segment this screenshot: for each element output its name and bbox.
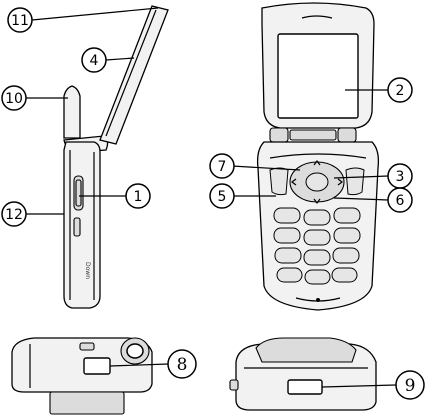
front-view-phone [256,2,380,311]
earpiece [301,15,333,19]
svg-text:4: 4 [90,53,99,69]
callout-1: 1 [125,183,151,209]
callout-10: 10 [1,85,27,111]
svg-text:6: 6 [396,193,405,209]
top-view-phone [11,337,153,415]
svg-text:3: 3 [396,169,405,185]
svg-text:2: 2 [396,83,405,99]
svg-text:10: 10 [5,91,23,107]
callout-9: 9 [395,370,425,400]
leader-lines [24,7,397,388]
callout-4: 4 [81,47,107,73]
svg-text:9: 9 [405,376,416,396]
antenna [63,85,81,139]
callout-11: 11 [7,7,33,33]
side-label-down: Down [84,262,91,279]
svg-text:1: 1 [134,189,143,205]
callout-2: 2 [387,77,413,103]
ok-key [305,172,329,192]
side-body [63,141,101,309]
main-display [277,33,359,119]
svg-text:7: 7 [218,159,227,175]
bottom-view-phone [229,337,377,411]
svg-text:8: 8 [177,355,188,375]
callout-8: 8 [167,349,197,379]
number-keys [273,207,361,285]
callout-7: 7 [209,153,235,179]
right-soft-key [345,167,365,196]
svg-text:11: 11 [11,13,29,29]
svg-text:12: 12 [5,207,23,223]
side-view-phone: Down [63,5,169,309]
connector-port [287,379,323,395]
left-soft-key [269,167,289,196]
svg-text:5: 5 [218,189,227,205]
callout-6: 6 [387,187,413,213]
callout-12: 12 [1,201,27,227]
callout-5: 5 [209,183,235,209]
callout-3: 3 [387,163,413,189]
external-display [83,357,111,375]
flip-lid [99,5,169,145]
